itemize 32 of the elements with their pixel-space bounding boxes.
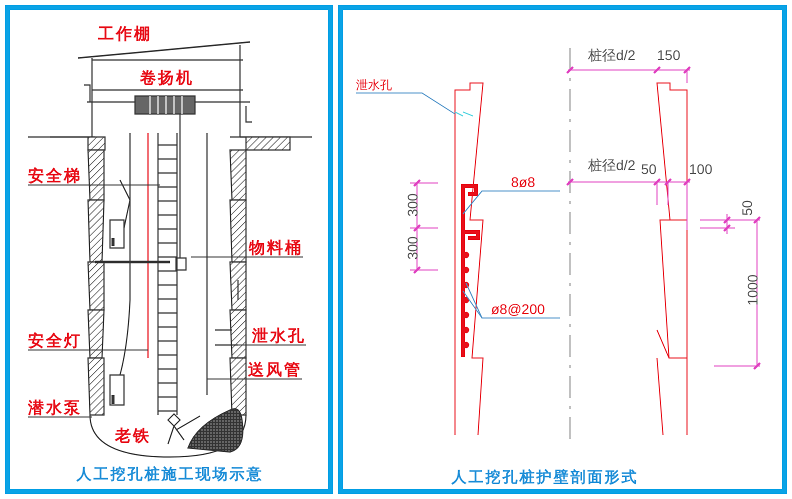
- dimension-text: 300: [405, 193, 420, 217]
- dimension-text: 1000: [745, 274, 760, 306]
- dimension-text: 100: [689, 162, 712, 176]
- part-label: 安全梯: [28, 168, 82, 184]
- dimension-text: 桩径d/2: [588, 48, 636, 62]
- panel-title: 人工挖孔桩施工现场示意: [76, 467, 264, 482]
- panel-title: 人工挖孔桩护壁剖面形式: [452, 470, 638, 485]
- dimension-text: 50: [641, 162, 657, 176]
- part-label: 8ø8: [511, 175, 536, 189]
- part-label: 泄水孔: [356, 79, 392, 91]
- part-label: 潜水泵: [28, 400, 82, 416]
- dimension-text: 300: [405, 236, 420, 260]
- part-label: 卷扬机: [140, 70, 194, 86]
- part-label: 安全灯: [28, 333, 82, 349]
- dimension-text: 桩径d/2: [588, 158, 636, 172]
- part-label: ø8@200: [491, 302, 545, 316]
- part-label: 泄水孔: [252, 328, 306, 344]
- leader-line: [466, 282, 560, 318]
- leader-line: [206, 378, 302, 380]
- part-label: 工作棚: [98, 26, 152, 42]
- leader-line: [28, 416, 92, 418]
- leader-line: [462, 190, 560, 214]
- leader-line: [28, 184, 160, 186]
- part-label: 送风管: [248, 362, 302, 378]
- part-label: 老铁: [115, 428, 151, 444]
- dimension-text: 150: [657, 48, 680, 62]
- panel-frame: [338, 5, 787, 494]
- panel-frame: [5, 5, 333, 494]
- leader-line: [356, 92, 456, 114]
- leader-line: [190, 256, 304, 258]
- part-label: 物料桶: [249, 240, 303, 256]
- dimension-text: 50: [740, 200, 754, 216]
